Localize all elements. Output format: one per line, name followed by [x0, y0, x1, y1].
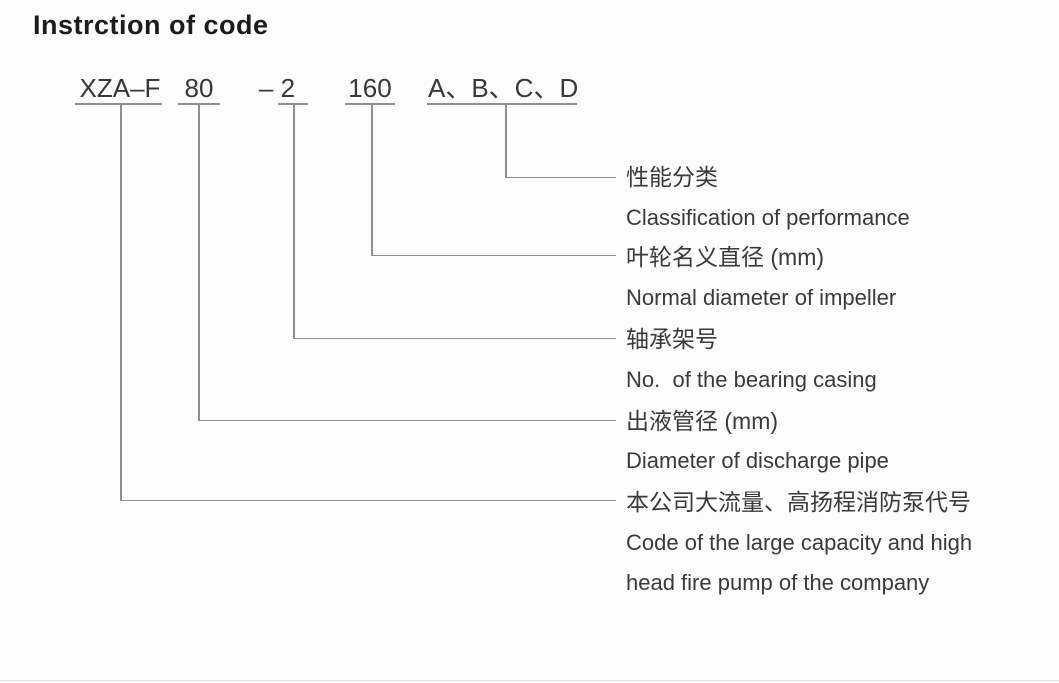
- code-segment-discharge: 80: [184, 73, 214, 103]
- code-segment-series: XZA–F: [79, 73, 161, 103]
- label-impeller-en: Normal diameter of impeller: [626, 285, 897, 310]
- leader-vertical-discharge: [198, 104, 200, 421]
- code-segment-bearing: – 2: [258, 73, 296, 103]
- label-impeller-zh: 叶轮名义直径 (mm): [626, 244, 825, 270]
- leader-horizontal-impeller: [371, 254, 616, 256]
- leader-vertical-performance: [505, 104, 507, 178]
- label-series-en-line2: head fire pump of the company: [626, 570, 930, 595]
- leader-vertical-impeller: [371, 104, 373, 256]
- label-series-en-line1: Code of the large capacity and high: [626, 530, 973, 555]
- leader-vertical-series: [120, 104, 122, 501]
- page-title: Instrction of code: [33, 10, 269, 40]
- page-bottom-edge: [0, 680, 1059, 681]
- code-segment-impeller: 160: [348, 73, 392, 103]
- label-performance-zh: 性能分类: [626, 164, 718, 190]
- leader-horizontal-performance: [505, 176, 616, 178]
- label-discharge-en: Diameter of discharge pipe: [626, 448, 889, 473]
- leader-horizontal-bearing: [293, 337, 616, 339]
- label-series-zh: 本公司大流量、高扬程消防泵代号: [626, 489, 971, 515]
- underline-impeller: [345, 103, 395, 105]
- leader-horizontal-series: [120, 499, 616, 501]
- label-performance-en: Classification of performance: [626, 205, 910, 230]
- label-discharge-zh: 出液管径 (mm): [626, 408, 779, 434]
- leader-horizontal-discharge: [198, 419, 616, 421]
- code-segment-performance: A、B、C、D: [428, 73, 579, 103]
- label-bearing-zh: 轴承架号: [626, 326, 718, 352]
- underline-series: [75, 103, 162, 105]
- label-bearing-en: No. of the bearing casing: [626, 367, 877, 392]
- leader-vertical-bearing: [293, 104, 295, 339]
- underline-performance: [427, 103, 577, 105]
